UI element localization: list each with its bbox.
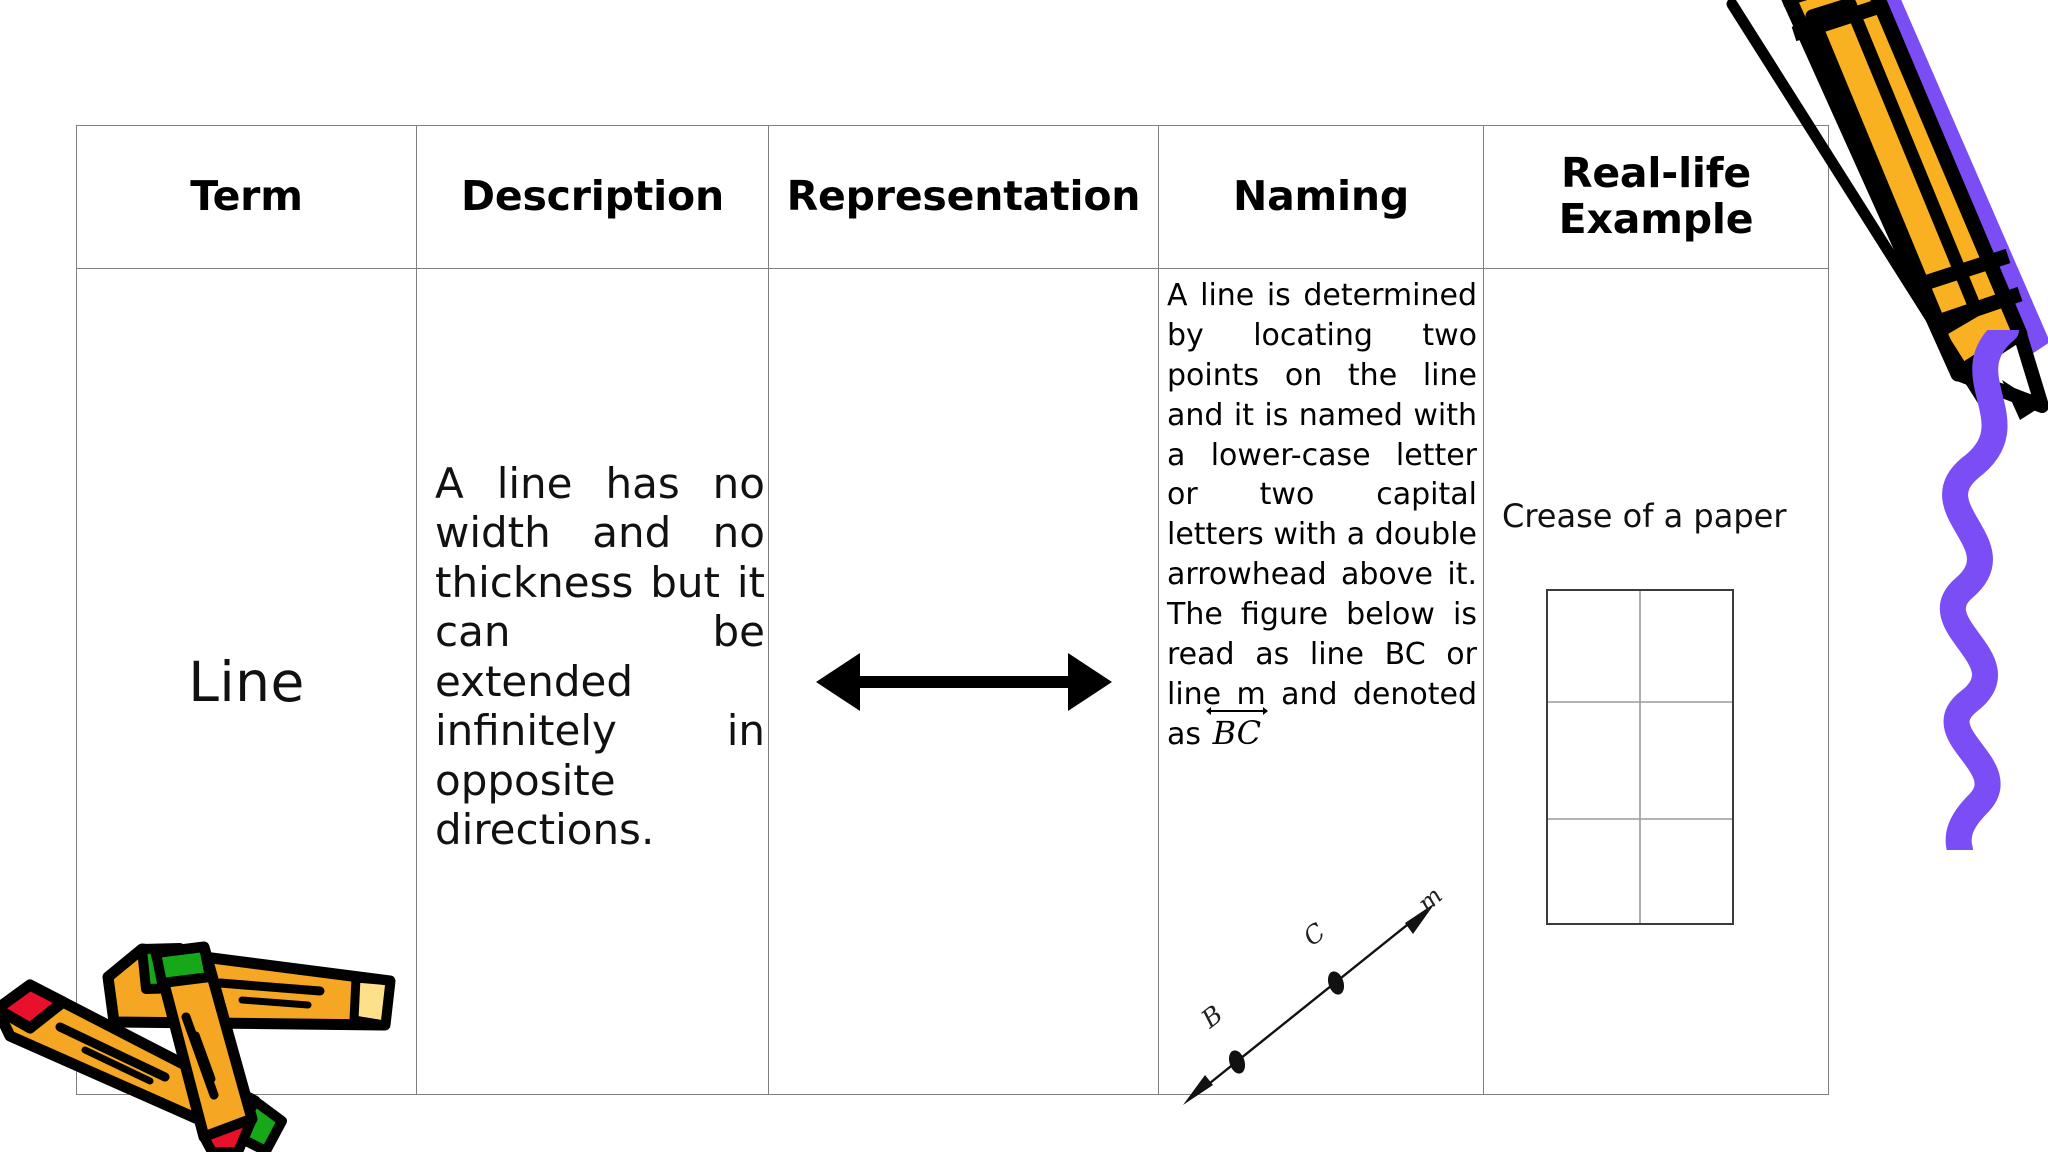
cell-real-life-example: Crease of a paper (1483, 268, 1829, 1095)
header-cell-representation: Representation (768, 125, 1159, 269)
naming-inner: A line is determined by locating two poi… (1159, 262, 1483, 1105)
hand-drawn-line-bc-figure: B C m (1183, 881, 1448, 1105)
header-label-representation: Representation (786, 172, 1141, 221)
naming-paragraph: A line is determined by locating two poi… (1167, 276, 1477, 755)
header-cell-naming: Naming (1158, 125, 1484, 269)
table-row: Line A line has no width and no thicknes… (76, 268, 1829, 1105)
description-wrapper: A line has no width and no thickness but… (417, 459, 768, 905)
figure-point-label-c: C (1298, 917, 1331, 952)
double-arrow-overline-icon (1205, 706, 1268, 715)
term-value: Line (188, 649, 305, 714)
cell-description: A line has no width and no thickness but… (416, 268, 769, 1095)
header-label-real-life-line1: Real-life (1560, 149, 1752, 198)
header-label-naming: Naming (1232, 172, 1410, 221)
real-life-inner: Crease of a paper (1484, 433, 1828, 931)
header-cell-description: Description (416, 125, 769, 269)
header-cell-term: Term (76, 125, 417, 269)
geometry-terms-table: Term Description Representation Naming R… (76, 125, 1829, 1105)
description-text: A line has no width and no thickness but… (435, 458, 765, 855)
header-label-term: Term (190, 172, 303, 221)
line-bc-notation: BC (1205, 706, 1268, 752)
cell-representation (768, 268, 1159, 1095)
header-label-description: Description (461, 172, 724, 221)
real-life-caption: Crease of a paper (1502, 496, 1787, 535)
representation-figure (769, 642, 1158, 722)
purple-squiggle-line (1939, 330, 2019, 850)
naming-paragraph-text: A line is determined by locating two poi… (1167, 278, 1477, 752)
header-cell-real-life-example: Real-life Example (1483, 125, 1829, 269)
cell-naming: A line is determined by locating two poi… (1158, 268, 1484, 1105)
figure-point-label-b: B (1195, 1000, 1228, 1035)
header-label-real-life-example: Real-life Example (1484, 149, 1828, 243)
figure-line-label-m: m (1412, 881, 1448, 917)
cell-term: Line (76, 268, 417, 1095)
line-bc-letters: BC (1212, 713, 1262, 752)
folded-paper-figure (1546, 588, 1734, 925)
table-header-row: Term Description Representation Naming R… (76, 125, 1829, 269)
double-headed-arrow-icon (815, 652, 1112, 711)
header-label-real-life-line2: Example (1558, 195, 1754, 243)
